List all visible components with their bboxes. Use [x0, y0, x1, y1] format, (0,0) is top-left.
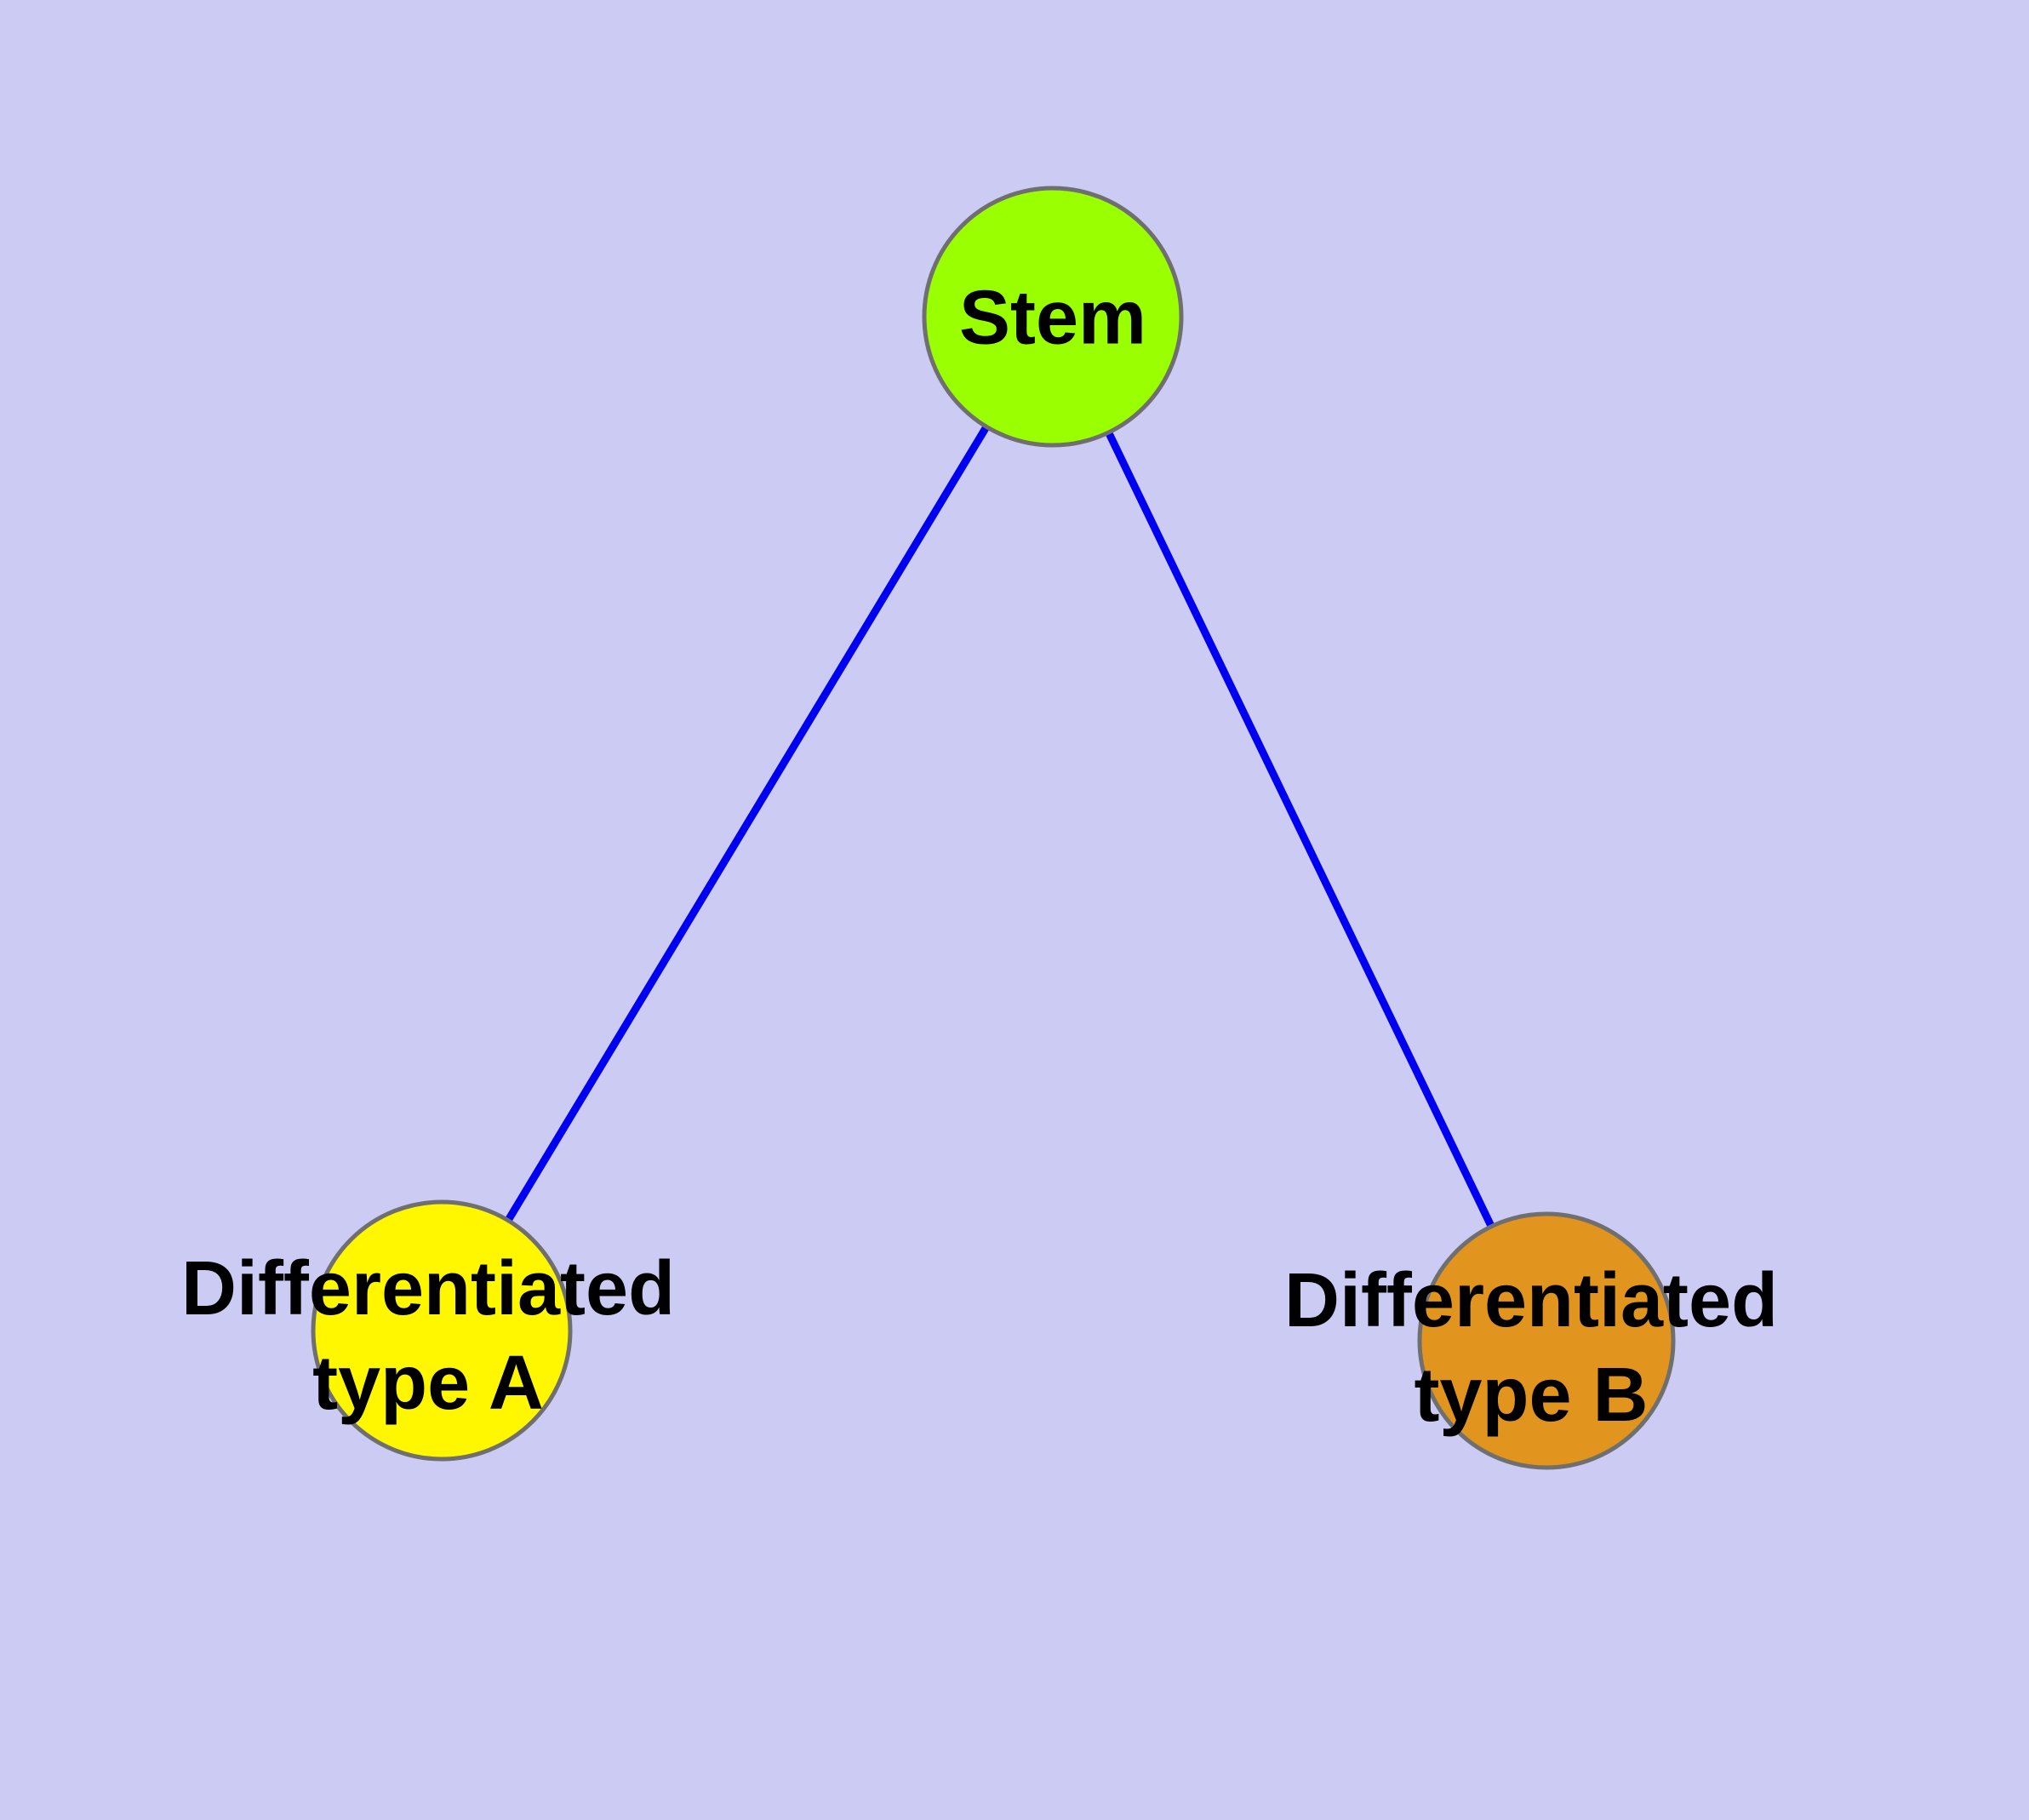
node-stem — [922, 186, 1184, 448]
edge-stem-to-type-a — [438, 314, 1056, 1333]
node-type-b-label-line1: Differentiated — [1283, 1258, 1779, 1343]
node-stem-label-text: Stem — [958, 275, 1147, 361]
node-type-b-label-line2: type B — [1414, 1353, 1649, 1438]
node-type-a-label-line1: Differentiated — [180, 1246, 676, 1331]
edge-stem-to-type-b — [1049, 315, 1551, 1342]
node-differentiated-type-b — [1417, 1211, 1676, 1470]
node-type-b-label: Differentiated type B — [1284, 1254, 1778, 1443]
node-stem-label: Stem — [959, 272, 1146, 366]
node-type-a-label-line2: type A — [312, 1341, 544, 1426]
node-type-a-label: Differentiated type A — [181, 1242, 675, 1431]
node-differentiated-type-a — [311, 1199, 573, 1462]
